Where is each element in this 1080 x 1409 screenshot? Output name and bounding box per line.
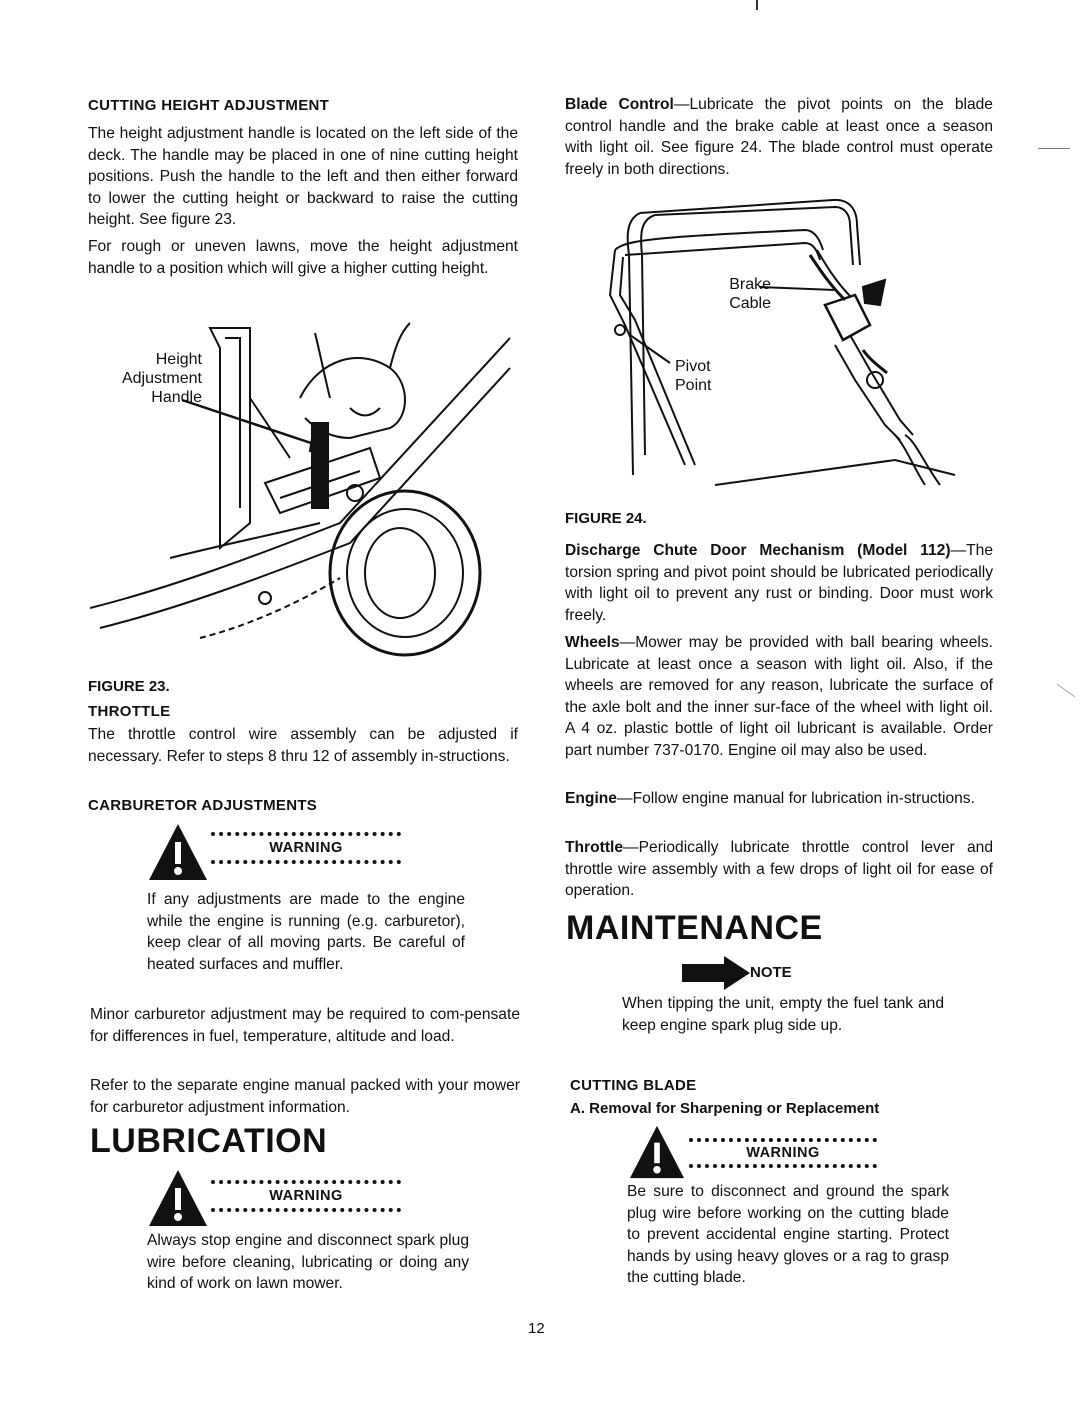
throttle-lube-paragraph: Throttle—Periodically lubricate throttle… (565, 839, 993, 899)
note-label: NOTE (750, 964, 792, 981)
scan-mark (1056, 683, 1076, 698)
note-arrow-icon (682, 956, 750, 990)
lubrication-warning-text: Always stop engine and disconnect spark … (147, 1232, 469, 1292)
throttle-lube-lead: Throttle (565, 839, 624, 856)
throttle-heading: THROTTLE (88, 703, 171, 720)
carburetor-warning: WARNING If any adjustments are made to t… (147, 822, 477, 992)
height-adjustment-handle-callout: Height Adjustment Handle (121, 351, 202, 406)
cutting-height-paragraph-2: For rough or uneven lawns, move the heig… (88, 238, 518, 277)
cutting-height-heading: CUTTING HEIGHT ADJUSTMENT (88, 97, 330, 114)
warning-banner: WARNING (689, 1138, 877, 1168)
page-number: 12 (528, 1320, 545, 1337)
figure-23-label: FIGURE 23. (88, 678, 170, 695)
cutting-height-paragraph-1: The height adjustment handle is located … (88, 125, 518, 228)
wheels-paragraph: Wheels—Mower may be provided with ball b… (565, 634, 993, 759)
warning-banner: WARNING (211, 1180, 401, 1212)
cutting-blade-heading: CUTTING BLADE (570, 1077, 697, 1094)
cutting-blade-warning: WARNING Be sure to disconnect and ground… (627, 1124, 957, 1314)
cutting-blade-subheading: A. Removal for Sharpening or Replacement (570, 1100, 880, 1117)
discharge-chute-paragraph: Discharge Chute Door Mechanism (Model 11… (565, 542, 993, 624)
engine-lead: Engine (565, 790, 617, 807)
note-text: When tipping the unit, empty the fuel ta… (622, 995, 944, 1034)
warning-triangle-icon (629, 1125, 685, 1179)
carburetor-heading: CARBURETOR ADJUSTMENTS (88, 797, 318, 814)
engine-paragraph: Engine—Follow engine manual for lubricat… (565, 790, 975, 807)
wheels-lead: Wheels (565, 634, 620, 651)
cutting-blade-warning-text: Be sure to disconnect and ground the spa… (627, 1183, 949, 1286)
warning-banner: WARNING (211, 832, 401, 864)
figure-24-illustration: Brake Cable Pivot Point (595, 195, 975, 490)
warning-triangle-icon (149, 1170, 207, 1226)
pivot-point-callout: Pivot Point (675, 358, 712, 394)
mower-height-handle-drawing (89, 322, 511, 657)
carburetor-paragraph-2: Refer to the separate engine manual pack… (90, 1077, 520, 1116)
discharge-chute-lead: Discharge Chute Door Mechanism (Model 11… (565, 542, 951, 559)
brake-cable-callout: Brake Cable (729, 276, 771, 312)
scan-mark (1038, 148, 1070, 149)
maintenance-heading: MAINTENANCE (566, 909, 823, 947)
blade-control-paragraph: Blade Control—Lubricate the pivot points… (565, 96, 993, 178)
lubrication-warning: WARNING Always stop engine and disconnec… (147, 1168, 477, 1318)
carburetor-paragraph-1: Minor carburetor adjustment may be requi… (90, 1006, 520, 1045)
lubrication-heading: LUBRICATION (90, 1122, 328, 1160)
throttle-paragraph: The throttle control wire assembly can b… (88, 726, 518, 765)
blade-control-handle-drawing (608, 198, 956, 486)
figure-24-label: FIGURE 24. (565, 510, 647, 527)
carburetor-warning-text: If any adjustments are made to the engin… (147, 891, 465, 973)
warning-triangle-icon (149, 824, 207, 880)
blade-control-lead: Blade Control (565, 96, 674, 113)
figure-23-illustration: Height Adjustment Handle (89, 308, 520, 668)
scan-mark (756, 0, 758, 10)
maintenance-note: NOTE When tipping the unit, empty the fu… (620, 956, 950, 1056)
